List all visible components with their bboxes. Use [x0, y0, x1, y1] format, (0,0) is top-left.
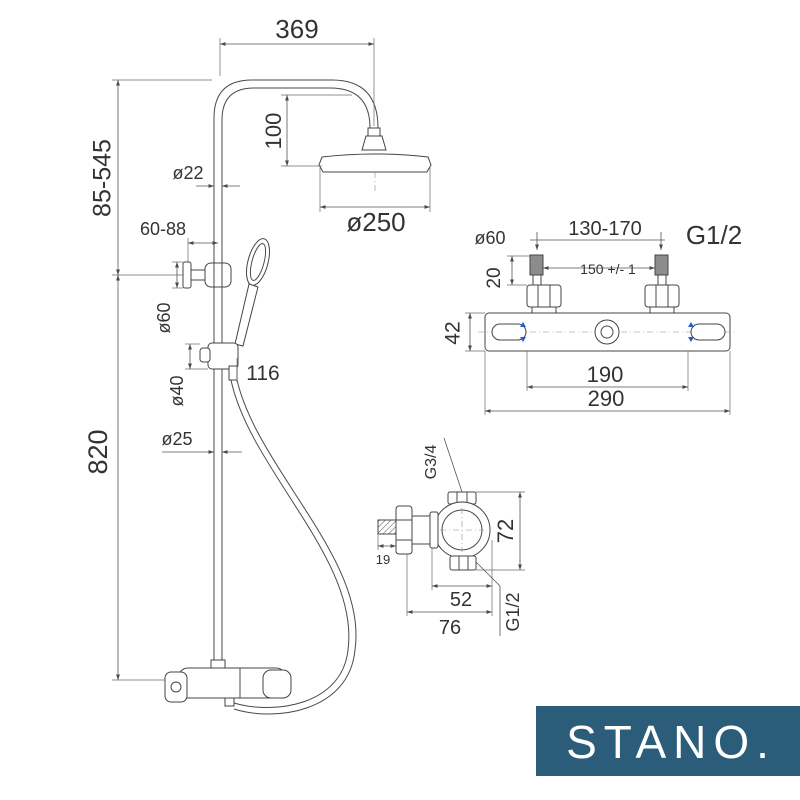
dim-arm-reach: 369 — [219, 14, 375, 126]
slider-body — [207, 342, 239, 370]
outlet-fitting-inner — [600, 325, 614, 339]
dim-label-inlet-height: 20 — [484, 267, 505, 288]
dim-label-inlet-thread: G1/2 — [686, 220, 742, 250]
dim-body-depth: 52 — [431, 540, 493, 616]
leader-bottom-thread — [475, 561, 501, 636]
hand-shower-head — [246, 238, 270, 286]
dim-label-inlet-spacing-range: 130-170 — [568, 218, 641, 240]
riser-pipe-inner — [221, 87, 371, 668]
dim-label-holder-offset: 116 — [246, 362, 279, 385]
dim-holder-offset: 116 — [236, 358, 280, 385]
leader-top-thread — [443, 437, 463, 493]
dim-label-side-height: 72 — [493, 519, 518, 543]
dim-label-height-adjustment: 85-545 — [89, 139, 117, 217]
mixer-side-view: G3/4 72 19 — [376, 437, 525, 639]
dim-overall-depth: 76 — [406, 554, 492, 639]
dim-label-top-thread: G3/4 — [423, 445, 440, 480]
dim-label-bracket-diameter: ø60 — [154, 302, 174, 333]
dim-label-overall-width: 290 — [588, 386, 625, 411]
bottom-nut — [449, 555, 477, 571]
outlet-fitting — [594, 319, 620, 345]
flow-arrow-right-icon — [688, 322, 694, 342]
dim-label-inner-width: 190 — [587, 362, 624, 387]
dim-label-bracket-height: 820 — [83, 429, 113, 474]
mixer-left-knob — [164, 671, 188, 703]
dim-lower-pipe-diameter: ø25 — [161, 429, 242, 454]
logo-text: STANO. — [566, 716, 776, 768]
dim-label-head-drop: 100 — [261, 113, 286, 150]
dim-label-body-height: 42 — [442, 321, 465, 344]
column-mixer — [164, 659, 292, 707]
dim-side-height: 72 — [476, 491, 525, 571]
wall-stub — [377, 519, 397, 535]
slider-knob — [199, 347, 211, 363]
hand-shower-handle — [234, 283, 259, 347]
shower-hose-inner — [233, 379, 357, 715]
inlet-left — [529, 254, 544, 276]
dim-label-upper-pipe-diameter: ø22 — [172, 163, 203, 183]
dim-body-height: 42 — [442, 312, 485, 352]
riser-pipe-outer — [213, 79, 379, 668]
brand-logo: STANO. — [536, 706, 800, 776]
dim-inlet-height: 20 — [484, 255, 530, 289]
shower-column-view: 369 100 ø250 85-545 ø22 — [83, 14, 432, 715]
dim-label-holder-diameter: ø40 — [167, 375, 187, 406]
wall-plate — [182, 261, 192, 289]
bracket-clamp — [204, 262, 232, 288]
nut-neck-left — [531, 306, 557, 314]
dim-bracket-diameter: ø60 — [154, 261, 183, 334]
dim-holder-diameter: ø40 — [167, 343, 208, 407]
dim-label-stub-length: 19 — [376, 552, 390, 567]
dim-label-head-diameter: ø250 — [346, 207, 405, 237]
mixer-outlet — [224, 697, 235, 707]
head-connector — [367, 127, 381, 137]
handle-slot-right — [690, 323, 726, 341]
stem-left — [532, 274, 542, 286]
dim-label-arm-reach: 369 — [275, 14, 318, 44]
nut-right — [644, 284, 680, 308]
dim-label-body-depth: 52 — [450, 589, 472, 611]
logo-background — [536, 706, 800, 776]
inlet-right — [654, 254, 669, 276]
side-pipe — [411, 515, 431, 545]
hand-shower — [234, 238, 270, 347]
dim-overall-width: 290 — [484, 351, 731, 415]
wall-bracket — [182, 261, 232, 289]
side-flange — [429, 511, 439, 549]
hand-shower-face — [249, 243, 267, 281]
shower-hose-outer — [230, 379, 350, 709]
dim-label-inlet-spacing: 150 +/- 1 — [580, 261, 636, 277]
nut-neck-right — [649, 306, 675, 314]
side-nut — [395, 505, 413, 555]
dim-head-drop: 100 — [261, 94, 352, 167]
dim-head-diameter: ø250 — [319, 168, 431, 237]
dim-bracket-height: 820 — [83, 275, 172, 681]
dim-label-bottom-thread: G1/2 — [503, 592, 523, 631]
handle-slot-left — [491, 323, 527, 341]
slider-holder — [199, 342, 239, 381]
dim-label-bracket-offset: 60-88 — [140, 219, 186, 239]
dim-inlet-spacing: 150 +/- 1 — [543, 261, 655, 277]
dim-label-lower-pipe-diameter: ø25 — [161, 429, 192, 449]
dim-label-inlet-diameter: ø60 — [474, 228, 505, 248]
flow-arrow-left-icon — [520, 322, 526, 342]
dim-inner-width: 190 — [526, 351, 689, 391]
dim-bracket-offset: 60-88 — [140, 219, 218, 266]
stem-right — [657, 274, 667, 286]
nut-left — [526, 284, 562, 308]
dim-upper-pipe-diameter: ø22 — [172, 163, 240, 188]
hose-cone — [228, 365, 238, 381]
mixer-front-view: ø60 130-170 G1/2 20 150 +/- 1 — [442, 218, 742, 415]
mixer-right-knob — [262, 669, 292, 699]
shower-head — [318, 153, 432, 173]
dim-label-overall-depth: 76 — [439, 617, 461, 639]
head-swivel — [361, 135, 387, 151]
dim-stub-length: 19 — [376, 534, 396, 567]
mixer-left-knob-cap — [170, 681, 182, 693]
dim-height-adjustment: 85-545 — [89, 79, 212, 276]
